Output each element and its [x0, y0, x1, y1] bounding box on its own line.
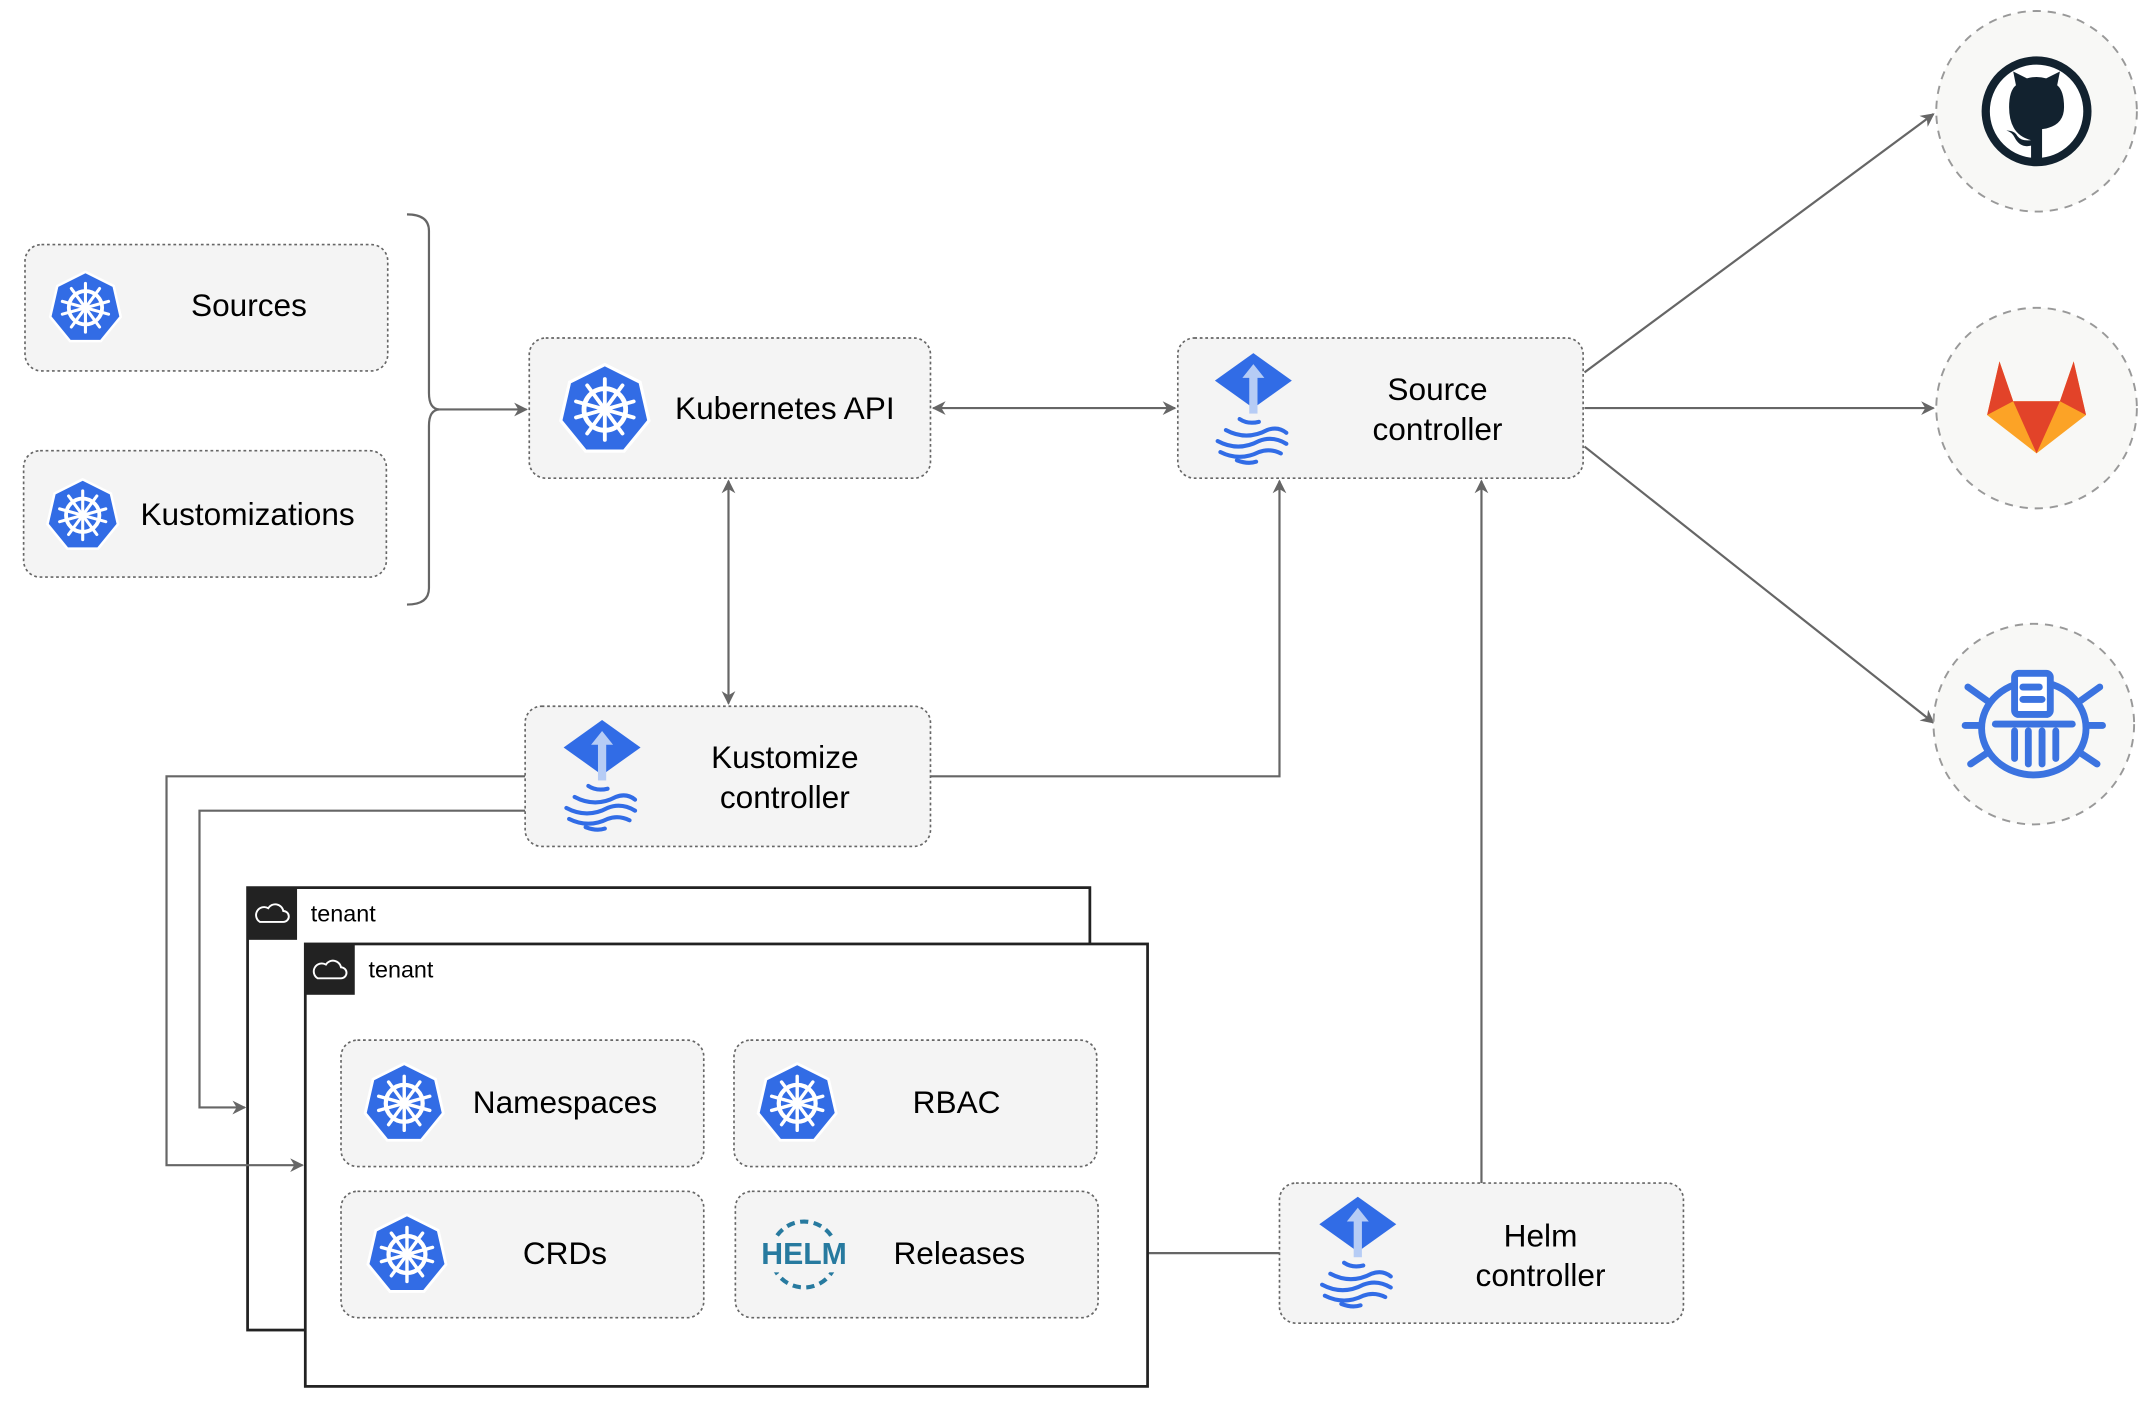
namespaces-node[interactable]: Namespaces: [340, 1039, 705, 1168]
sources-node[interactable]: Sources: [24, 243, 389, 372]
helm-controller-node[interactable]: Helm controller: [1278, 1182, 1685, 1325]
github-icon: [1981, 56, 2092, 167]
edge-kustomize-to-tenant-back: [198, 809, 526, 1115]
releases-node[interactable]: HELM Releases: [734, 1190, 1099, 1319]
edge-kustomize-to-source: [930, 479, 1287, 778]
sources-label: Sources: [191, 287, 307, 323]
tenant-label: tenant: [369, 957, 434, 983]
kustomizations-node[interactable]: Kustomizations: [22, 449, 388, 578]
rbac-label: RBAC: [913, 1084, 1001, 1120]
gitlab-source[interactable]: [1935, 306, 2138, 510]
edge-source-to-github: [1583, 113, 1935, 374]
svg-text:HELM: HELM: [761, 1238, 847, 1271]
source-controller-label: Source: [1387, 371, 1487, 407]
tenant-label: tenant: [311, 900, 376, 926]
bucket-source[interactable]: [1932, 622, 2136, 826]
crds-label: CRDs: [523, 1235, 607, 1271]
cloud-icon: [312, 959, 348, 980]
github-source[interactable]: [1935, 10, 2138, 213]
edge-source-to-bucket: [1583, 445, 1935, 724]
source-controller-label-2: controller: [1373, 411, 1503, 447]
cloud-icon-bg: [247, 887, 298, 940]
kustomize-controller-label-2: controller: [720, 779, 850, 815]
cloud-icon-bg: [305, 943, 355, 995]
releases-label: Releases: [893, 1235, 1025, 1271]
cloud-icon: [255, 903, 290, 923]
bucket-icon: [1961, 669, 2106, 779]
helm-controller-label-2: controller: [1476, 1257, 1606, 1293]
rbac-node[interactable]: RBAC: [733, 1039, 1098, 1168]
kustomize-controller-label: Kustomize: [711, 739, 858, 775]
source-controller-node[interactable]: Source controller: [1176, 337, 1584, 479]
edge-kustomize-to-tenant-front: [165, 775, 526, 1173]
helm-controller-label: Helm: [1504, 1217, 1578, 1253]
helm-icon: HELM: [761, 1219, 847, 1290]
gitlab-icon: [1987, 361, 2087, 454]
kustomize-controller-node[interactable]: Kustomize controller: [524, 705, 932, 848]
brace: [406, 213, 441, 606]
kustomizations-label: Kustomizations: [140, 496, 354, 532]
kubernetes-api-node[interactable]: Kubernetes API: [528, 337, 932, 479]
kubernetes-api-label: Kubernetes API: [675, 390, 895, 426]
namespaces-label: Namespaces: [473, 1084, 657, 1120]
crds-node[interactable]: CRDs: [340, 1190, 705, 1319]
